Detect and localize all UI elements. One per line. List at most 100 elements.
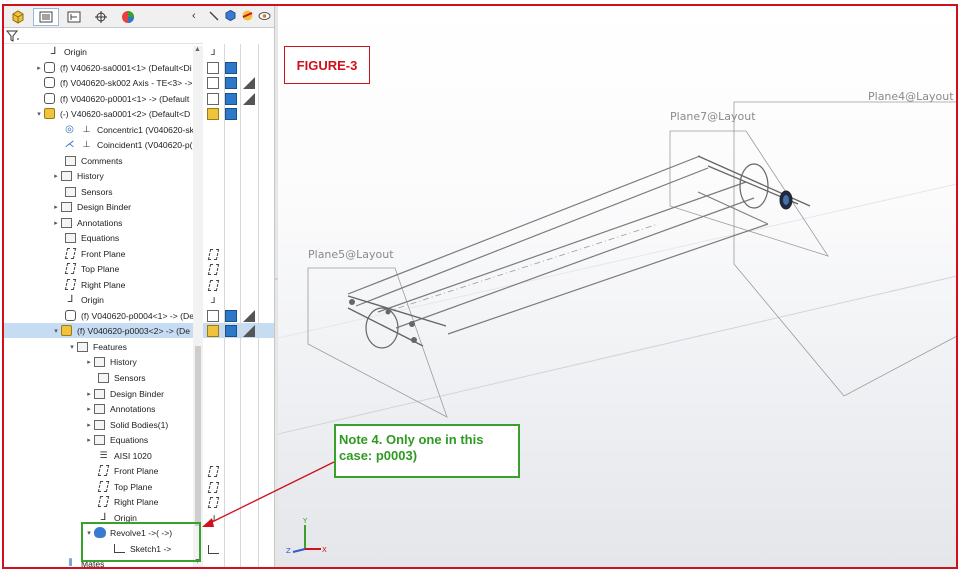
- tree-row-component[interactable]: (f) V040620-p0004<1> -> (De: [3, 308, 203, 323]
- collapse-arrow-icon[interactable]: ▾: [54, 327, 58, 335]
- scroll-up-icon[interactable]: ▲: [194, 46, 201, 53]
- tree-row-top-plane[interactable]: Top Plane: [3, 261, 203, 276]
- rod-line: [377, 181, 747, 313]
- expand-arrow-icon[interactable]: ▸: [54, 219, 58, 227]
- panel-splitter[interactable]: ◦: [275, 6, 278, 568]
- expand-arrow-icon[interactable]: ▸: [37, 64, 41, 72]
- mate-ground-icon: ⊥: [82, 139, 91, 149]
- display-manager-tab-icon[interactable]: [115, 8, 141, 26]
- tree-row-front-plane[interactable]: Front Plane: [3, 246, 203, 261]
- tree-row-component[interactable]: ▸ (f) V40620-sa0001<1> (Default<Di: [3, 60, 203, 75]
- tag-columns: ⅃ ⅃ ⅃: [203, 44, 274, 568]
- tree-row-design-binder[interactable]: ▸ Design Binder: [3, 199, 203, 214]
- appearance-icon[interactable]: [241, 9, 254, 24]
- sensors-icon: [64, 186, 77, 198]
- collapse-arrow-icon[interactable]: ▾: [70, 343, 74, 351]
- tree-row-annotations[interactable]: ▸ Annotations: [3, 401, 203, 416]
- tree-row-equations[interactable]: ▸ Equations: [3, 432, 203, 447]
- expand-arrow-icon[interactable]: ▸: [87, 358, 91, 366]
- collapse-panel-chevron-icon[interactable]: ‹: [192, 10, 196, 22]
- expand-arrow-icon[interactable]: ▸: [54, 172, 58, 180]
- end-bar: [347, 295, 447, 327]
- part-tag-icon: [207, 325, 219, 337]
- tree-row-sensors[interactable]: Sensors: [3, 370, 203, 385]
- tree-row-top-plane[interactable]: Top Plane: [3, 479, 203, 494]
- origin-icon: ⅃: [67, 294, 74, 305]
- dimxpert-tab-icon[interactable]: [88, 8, 114, 26]
- tree-row-selected-part[interactable]: ▾ (f) V040620-p0003<2> -> (De: [3, 323, 274, 338]
- annotations-icon: [60, 217, 73, 229]
- ghost-part-icon: [43, 93, 56, 105]
- sketch-icon: [113, 543, 126, 555]
- scroll-down-icon[interactable]: ▼: [194, 558, 201, 565]
- hide-show-items-icon[interactable]: [208, 10, 220, 22]
- tree-row-solid-bodies[interactable]: ▸ Solid Bodies(1): [3, 417, 203, 432]
- ghost-part-icon: [43, 77, 56, 89]
- expand-arrow-icon[interactable]: ▸: [87, 390, 91, 398]
- property-manager-tab-icon[interactable]: [61, 8, 87, 26]
- tree-row-component[interactable]: (f) V040620-sk002 Axis - TE<3> ->: [3, 75, 203, 90]
- collapse-arrow-icon[interactable]: ▾: [37, 110, 41, 118]
- expand-arrow-icon[interactable]: ▸: [87, 405, 91, 413]
- tree-row-comments[interactable]: Comments: [3, 153, 203, 168]
- tree-row-component[interactable]: (f) V040620-p0001<1> -> (Default: [3, 91, 203, 106]
- note-text: Note 4. Only one in this case: p0003): [339, 432, 484, 463]
- filter-icon[interactable]: [6, 30, 20, 42]
- ghost-tag-icon: [207, 77, 219, 89]
- tree-row-mate[interactable]: ⋌ ⊥ Coincident1 (V040620-p(: [64, 139, 193, 150]
- tree-row-history[interactable]: ▸ History: [3, 168, 203, 183]
- triad-z-label: Z: [286, 547, 291, 555]
- tree-scrollbar[interactable]: ▲ ▼: [193, 46, 203, 568]
- tree-row-sketch[interactable]: Sketch1 ->: [3, 541, 203, 556]
- view-eye-icon[interactable]: [258, 11, 271, 23]
- origin-tag-icon: ⅃: [210, 47, 216, 57]
- tree-row-origin[interactable]: ⅃ Origin: [3, 292, 203, 307]
- tree-row-right-plane[interactable]: Right Plane: [3, 494, 203, 509]
- collapse-arrow-icon[interactable]: ▾: [87, 529, 91, 537]
- tree-row-equations[interactable]: Equations: [3, 230, 203, 245]
- body-tag-icon: [225, 62, 237, 74]
- joint-dot: [349, 299, 355, 305]
- sketch-tag-icon: [243, 325, 255, 337]
- tree-row-design-binder[interactable]: ▸ Design Binder: [3, 386, 203, 401]
- tree-row-front-plane[interactable]: Front Plane: [3, 463, 203, 478]
- tree-row-annotations[interactable]: ▸ Annotations: [3, 215, 203, 230]
- body-tag-icon: [225, 93, 237, 105]
- subassembly-icon: [43, 108, 56, 120]
- tree-row-subassembly[interactable]: ▾ (-) V40620-sa0001<2> (Default<D: [3, 106, 203, 121]
- graphics-area[interactable]: Plane4@Layout Plane7@Layout Plane5@Layou…: [278, 6, 957, 568]
- plane-icon: [64, 248, 77, 260]
- expand-arrow-icon[interactable]: ▸: [87, 421, 91, 429]
- scrollbar-thumb[interactable]: [195, 346, 201, 526]
- feature-tree-tab-icon[interactable]: [33, 8, 59, 26]
- plane-icon: [97, 465, 110, 477]
- tree-row-mates[interactable]: ⫴ Mates: [3, 556, 203, 568]
- display-style-icon[interactable]: [224, 9, 237, 24]
- equations-icon: [64, 232, 77, 244]
- tree-row-origin[interactable]: ⅃ Origin: [3, 44, 203, 59]
- tree-row-material[interactable]: ☰ AISI 1020: [3, 448, 203, 463]
- tree-row-origin[interactable]: ⅃ Origin: [3, 510, 203, 525]
- bushing-core: [783, 195, 789, 205]
- origin-icon: ⅃: [50, 46, 57, 57]
- figure-label-box: FIGURE-3: [284, 46, 370, 84]
- view-triad[interactable]: Y X Z: [285, 515, 329, 557]
- plane-tag-icon: [207, 248, 219, 260]
- expand-arrow-icon[interactable]: ▸: [54, 203, 58, 211]
- assembly-tab-icon[interactable]: [5, 8, 31, 26]
- revolve-feature-icon: [93, 527, 106, 539]
- plane-icon: [97, 481, 110, 493]
- tree-row-history[interactable]: ▸ History: [3, 354, 203, 369]
- expand-arrow-icon[interactable]: ▸: [87, 436, 91, 444]
- features-folder-icon: [76, 341, 89, 353]
- tree-row-right-plane[interactable]: Right Plane: [3, 277, 203, 292]
- plane7-label: Plane7@Layout: [670, 110, 756, 123]
- tree-row-sensors[interactable]: Sensors: [3, 184, 203, 199]
- filter-bar[interactable]: [3, 28, 203, 44]
- plane4-label: Plane4@Layout: [868, 90, 954, 103]
- tree-row-features[interactable]: ▾ Features: [3, 339, 203, 354]
- tree-row-revolve[interactable]: ▾ Revolve1 ->( ->): [3, 525, 203, 540]
- tree-row-mate[interactable]: ◎ ⊥ Concentric1 (V040620-sk: [3, 122, 203, 137]
- ghost-tag-icon: [207, 62, 219, 74]
- splitter-grip-icon[interactable]: ◦: [275, 276, 278, 283]
